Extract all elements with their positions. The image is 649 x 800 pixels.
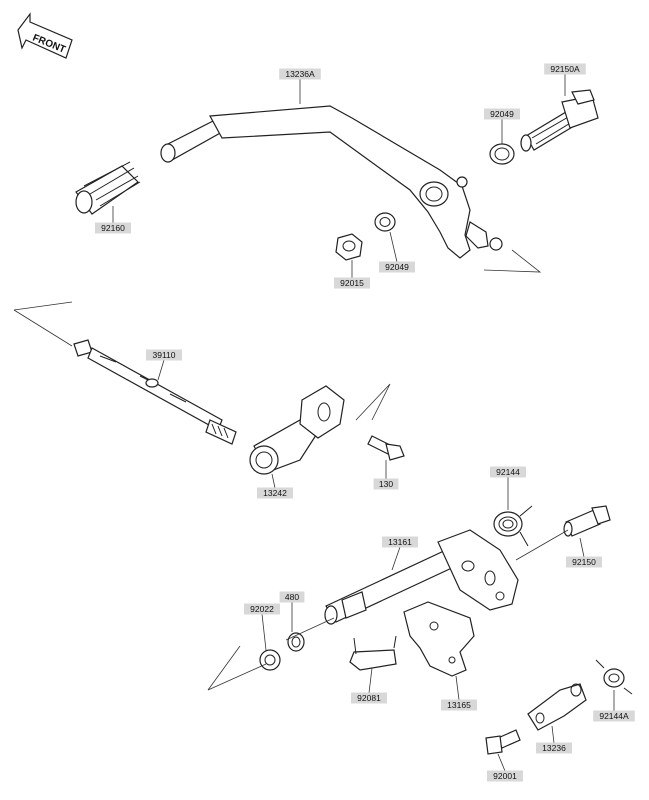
part-label-box (566, 556, 602, 568)
part-number: 130 (379, 479, 393, 489)
tie-rod (13, 301, 237, 445)
part-label-92150[interactable]: 92150 (566, 556, 602, 568)
part-number: 13236 (542, 743, 566, 753)
part-label-box (279, 591, 305, 603)
nut-92015 (335, 233, 363, 261)
seal-92049 (489, 143, 515, 165)
shift-shaft-13161 (324, 529, 519, 625)
part-label-92049[interactable]: 92049 (379, 261, 415, 273)
bolt-130 (367, 435, 405, 461)
part-number: 13242 (263, 488, 287, 498)
part-label-92001[interactable]: 92001 (487, 770, 523, 782)
shift-pedal-lever (160, 105, 503, 259)
part-number: 92160 (101, 223, 125, 233)
part-label-box (382, 536, 418, 548)
part-label-92150a[interactable]: 92150A (544, 63, 586, 75)
seal-92022 (259, 649, 281, 671)
part-label-box (379, 261, 415, 273)
part-label-92022[interactable]: 92022 (244, 603, 280, 615)
part-number: 92022 (250, 604, 274, 614)
part-number: 13161 (388, 537, 412, 547)
part-label-92144[interactable]: 92144 (490, 466, 526, 478)
guide-plate-13165 (403, 601, 475, 677)
clamp-92081 (349, 635, 397, 671)
part-number: 92049 (490, 109, 514, 119)
part-number: 92144A (599, 711, 629, 721)
part-label-box (279, 68, 321, 80)
part-label-box (441, 699, 477, 711)
part-label-13165[interactable]: 13165 (441, 699, 477, 711)
part-label-box (536, 742, 572, 754)
part-number: 92001 (493, 771, 517, 781)
part-number: 92081 (357, 693, 381, 703)
part-number: 480 (285, 592, 299, 602)
part-label-13161[interactable]: 13161 (382, 536, 418, 548)
part-number: 92144 (496, 467, 520, 477)
part-label-box (351, 692, 387, 704)
part-number: 92150A (550, 64, 580, 74)
pivot-bolt-92150a (520, 89, 599, 152)
part-label-box (544, 63, 586, 75)
part-label-92015[interactable]: 92015 (334, 277, 370, 289)
part-number: 92015 (340, 278, 364, 288)
part-label-13236a[interactable]: 13236A (279, 68, 321, 80)
bolt-92150 (563, 505, 611, 537)
part-number: 92150 (572, 557, 596, 567)
part-label-box (487, 770, 523, 782)
part-label-box (593, 710, 635, 722)
part-label-13242[interactable]: 13242 (257, 487, 293, 499)
part-label-box (244, 603, 280, 615)
part-label-box (373, 478, 399, 490)
clip-92144a (595, 659, 633, 695)
part-label-box (257, 487, 293, 499)
part-number: 13165 (447, 700, 471, 710)
part-label-92144a[interactable]: 92144A (593, 710, 635, 722)
part-label-92049[interactable]: 92049 (484, 108, 520, 120)
part-number: 92049 (385, 262, 409, 272)
part-label-box (146, 349, 182, 361)
part-label-box (95, 222, 131, 234)
part-label-box (490, 466, 526, 478)
part-label-box (484, 108, 520, 120)
part-label-92160[interactable]: 92160 (95, 222, 131, 234)
part-label-box (334, 277, 370, 289)
part-number: 13236A (285, 69, 315, 79)
part-number: 39110 (152, 350, 175, 360)
part-label-39110[interactable]: 39110 (146, 349, 182, 361)
part-label-130[interactable]: 130 (373, 478, 399, 490)
spring-92144 (493, 505, 533, 547)
arm-13236 (527, 683, 587, 731)
part-label-92081[interactable]: 92081 (351, 692, 387, 704)
front-arrow-icon: FRONT (17, 12, 73, 59)
washer-92049 (374, 212, 396, 232)
pedal-rubber (75, 161, 141, 215)
rod-end-13242 (249, 385, 345, 475)
part-label-13236[interactable]: 13236 (536, 742, 572, 754)
bolt-92001 (485, 729, 521, 755)
part-label-480[interactable]: 480 (279, 591, 305, 603)
